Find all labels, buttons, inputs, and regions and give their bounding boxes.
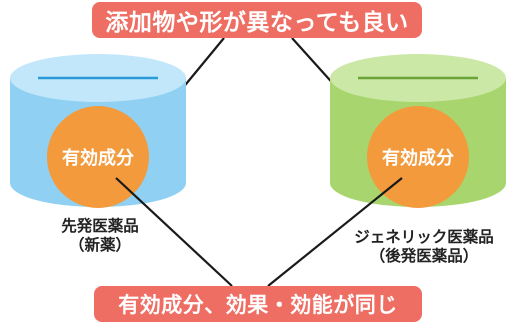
right-drug-subname: （後発医薬品） [369, 247, 479, 265]
right-active-ingredient-circle [367, 106, 469, 208]
left-drug-cylinder: 有効成分 [10, 54, 186, 208]
right-drug-name: ジェネリック医薬品 [354, 228, 494, 246]
top-banner: 添加物や形が異なっても良い [92, 2, 422, 38]
left-active-ingredient-circle [47, 106, 149, 208]
right-drug-label: ジェネリック医薬品 （後発医薬品） [336, 228, 512, 266]
right-active-ingredient-label: 有効成分 [382, 147, 454, 169]
left-drug-subname: （新薬） [68, 236, 131, 254]
right-drug-cylinder: 有効成分 [330, 54, 506, 208]
left-drug-name: 先発医薬品 [61, 217, 139, 235]
connector-bottom-right [267, 177, 403, 287]
connector-bottom-left [115, 177, 233, 287]
left-drug-label: 先発医薬品 （新薬） [40, 217, 160, 255]
left-active-ingredient-label: 有効成分 [62, 147, 134, 169]
bottom-banner: 有効成分、効果・効能が同じ [94, 286, 422, 322]
